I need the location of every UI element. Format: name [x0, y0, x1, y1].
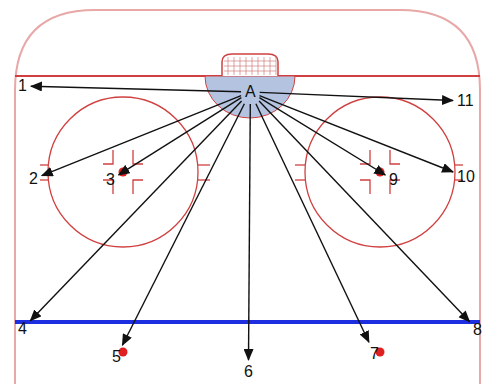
callout-number: 10 [457, 168, 475, 185]
shot-arrow [259, 98, 385, 175]
boards [15, 10, 480, 384]
hash-marks [40, 150, 463, 194]
callout-number: 9 [389, 171, 398, 188]
target-number: 8 [471, 320, 484, 340]
shot-arrow [260, 96, 454, 172]
shooter-point: A [243, 82, 258, 102]
point-label: A [245, 83, 256, 100]
target-number: 2 [27, 169, 40, 189]
target-number: 9 [387, 170, 400, 190]
shot-arrow [31, 86, 241, 92]
callout-number: 5 [112, 348, 121, 365]
goal-net [222, 54, 278, 76]
blue-line [15, 320, 480, 324]
target-number: 5 [110, 347, 123, 367]
callout-number: 11 [457, 92, 474, 109]
target-number: 10 [455, 167, 477, 187]
callout-number: 6 [244, 363, 253, 380]
callout-number: 8 [473, 321, 482, 338]
target-number: 7 [368, 344, 381, 364]
callout-number: 3 [106, 171, 115, 188]
net-mesh [224, 57, 276, 75]
callout-number: 2 [29, 170, 38, 187]
target-number: 11 [455, 91, 476, 111]
callout-number: 1 [18, 77, 27, 94]
target-number: 6 [242, 362, 255, 382]
shot-arrow [249, 104, 251, 360]
callout-number: 7 [370, 345, 379, 362]
target-number: 4 [16, 319, 29, 339]
shot-arrow [259, 101, 470, 322]
shot-arrow [256, 104, 369, 342]
callout-number: 4 [18, 320, 27, 337]
shot-arrow [260, 92, 453, 100]
shot-arrow [42, 96, 241, 176]
target-number: 3 [104, 170, 117, 190]
shot-arrow [119, 98, 242, 175]
target-number: 1 [16, 76, 29, 96]
shot-arrow [30, 101, 241, 321]
shot-arrow [122, 104, 244, 345]
